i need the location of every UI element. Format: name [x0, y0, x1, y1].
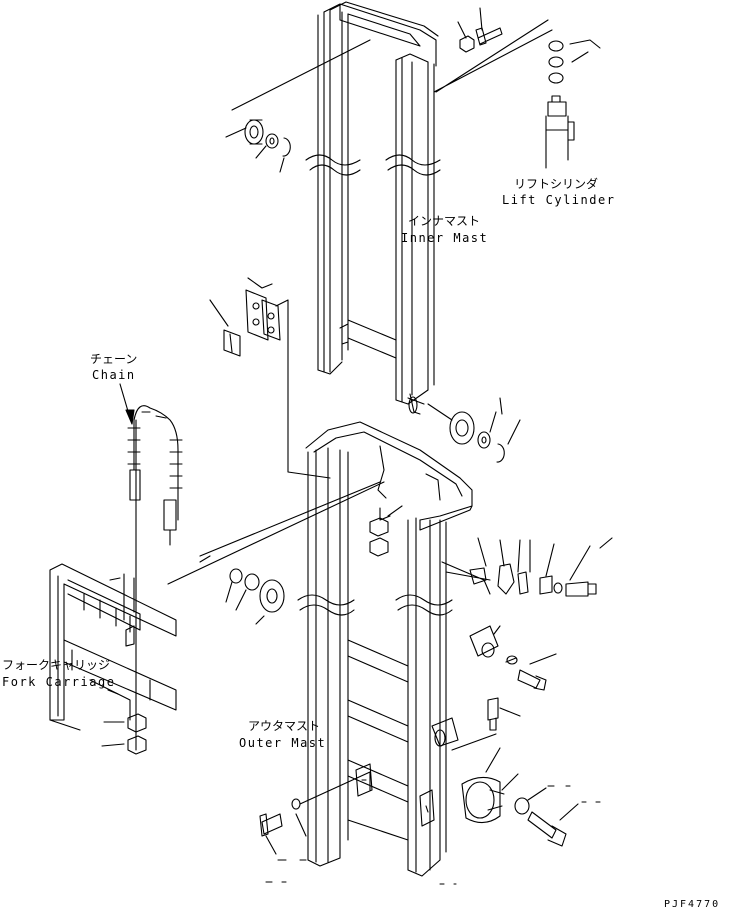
- tilt-pin-group: [462, 748, 578, 846]
- chain: [120, 384, 182, 750]
- chain-anchor-brackets: [210, 278, 330, 478]
- bottom-dash-marks: [266, 786, 600, 884]
- outer-mast-label-en: Outer Mast: [239, 736, 327, 750]
- fork-carriage-label-en: Fork Carriage: [2, 675, 116, 689]
- fork-carriage-label-jp: フォークキャリッジ: [2, 658, 111, 672]
- chain-label-en: Chain: [92, 368, 136, 382]
- inner-mast: [306, 2, 440, 414]
- mid-roller-group: [428, 398, 520, 462]
- drawing-number: PJF4770: [664, 899, 721, 910]
- fork-carriage: [50, 564, 176, 754]
- top-bolt-nut: [458, 8, 502, 52]
- lift-cylinder-label-en: Lift Cylinder: [502, 193, 616, 207]
- chain-label-jp: チェーン: [90, 352, 138, 366]
- lower-roller-group: [168, 482, 384, 624]
- lift-cylinder-label-jp: リフトシリンダ: [514, 177, 599, 191]
- right-fastener-group: [442, 538, 612, 596]
- inner-mast-label-en: Inner Mast: [401, 231, 489, 245]
- upper-roller-group: [226, 40, 370, 172]
- lower-bolt-washer: [260, 772, 370, 854]
- lift-cylinder: [434, 20, 600, 168]
- inner-mast-label-jp: インナマスト: [408, 214, 481, 228]
- outer-mast-label-jp: アウタマスト: [248, 719, 321, 733]
- pin-bolt-group: [470, 626, 556, 690]
- outer-mast: [298, 422, 496, 876]
- grease-fitting: [488, 698, 520, 730]
